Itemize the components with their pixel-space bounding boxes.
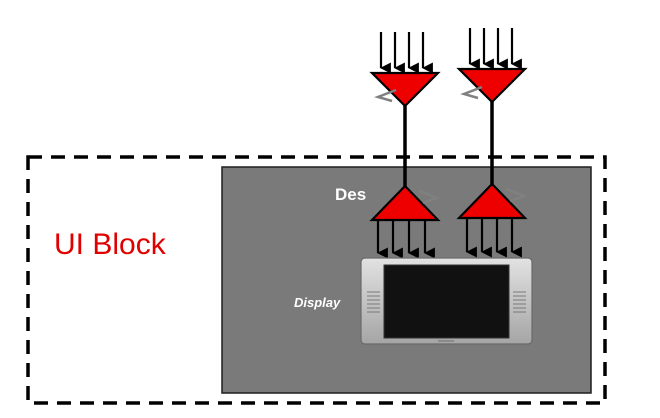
des-label: Des [335,185,366,204]
deserializer-1-outputs [376,220,435,259]
deserializer-1-mark [418,189,441,205]
display-label: Display [294,295,341,310]
monitor-screen [383,264,510,339]
deserializer-2-outputs [465,218,522,258]
serializer-2-triangle [456,67,528,104]
serializer-1-inputs [379,32,433,74]
ui-block-label: UI Block [54,228,167,261]
serializer-1-mark [374,88,397,103]
right-speaker-grille [513,291,526,313]
deserializer-2-mark [505,187,528,203]
monitor-logo [438,340,454,342]
deserializer-2-triangle [456,182,528,220]
left-speaker-grille [367,291,380,313]
serializer-2-mark [460,85,483,100]
display-device [360,257,533,345]
ui-block-boundary [26,155,607,405]
serializer-1-triangle [369,71,441,108]
serializer-2-inputs [468,28,522,70]
deserializer-1-triangle [369,184,441,222]
